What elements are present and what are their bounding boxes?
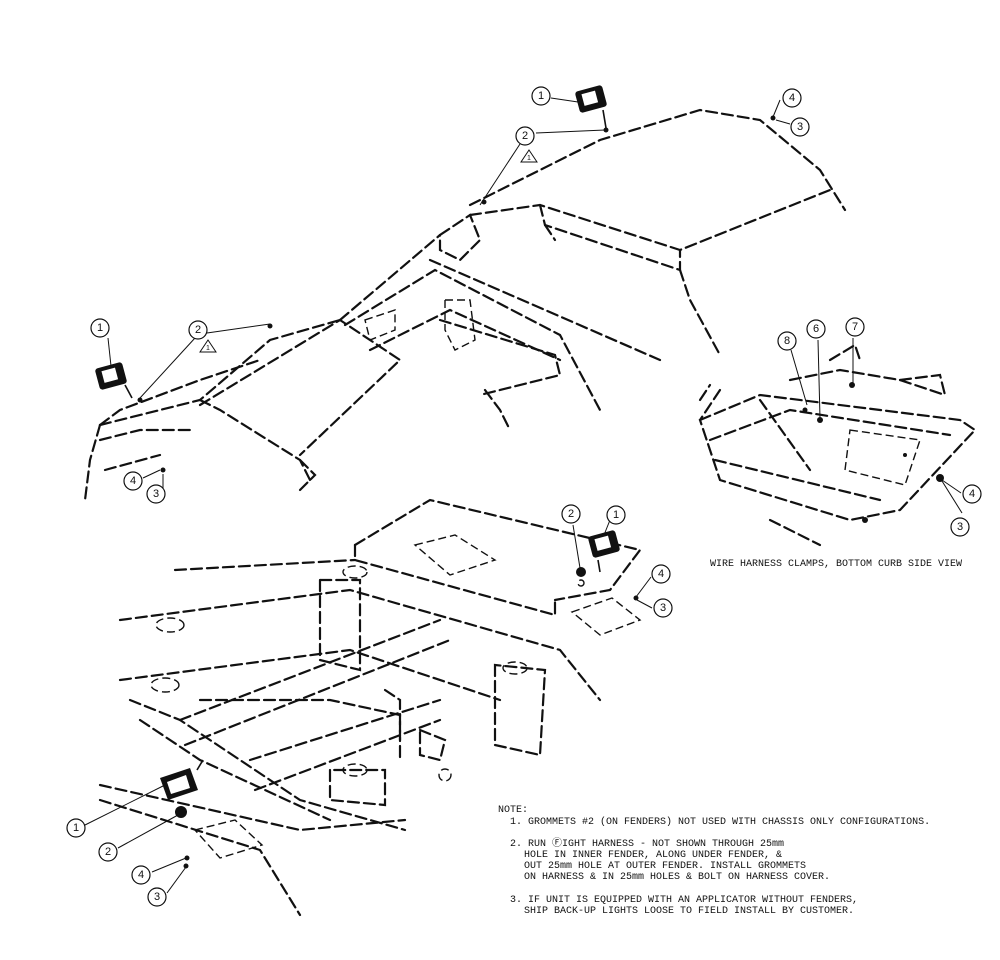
fender-light-right [575,85,607,129]
svg-text:1: 1 [73,822,79,834]
notes-heading: NOTE: [498,805,528,816]
callout-7: 7 [845,317,865,337]
callout-2: 2 [98,842,118,862]
svg-text:4: 4 [130,475,136,487]
note-2-line-2: HOLE IN INNER FENDER, ALONG UNDER FENDER… [524,850,782,861]
callout-3: 3 [146,484,166,504]
svg-text:1: 1 [527,155,531,162]
chassis-assembly [98,498,642,917]
callout-6: 6 [806,319,826,339]
callout-3: 3 [147,887,167,907]
note-3-line-2: SHIP BACK-UP LIGHTS LOOSE TO FIELD INSTA… [524,906,854,917]
callout-3: 3 [950,517,970,537]
note-2-line-3: OUT 25mm HOLE AT OUTER FENDER. INSTALL G… [524,861,806,872]
note-2-line-1: 2. RUN ⒻIGHT HARNESS - NOT SHOWN THROUGH… [510,837,784,850]
svg-text:4: 4 [658,568,664,580]
detail-caption: WIRE HARNESS CLAMPS, BOTTOM CURB SIDE VI… [710,559,962,570]
note-3-line-1: 3. IF UNIT IS EQUIPPED WITH AN APPLICATO… [510,895,858,906]
svg-text:2: 2 [568,508,574,520]
svg-text:1: 1 [206,345,210,352]
callout-8: 8 [777,331,797,351]
svg-text:3: 3 [153,488,159,500]
callout-1: 1 [90,318,110,338]
callout-4: 4 [782,88,802,108]
svg-text:7: 7 [852,321,858,333]
svg-text:3: 3 [797,121,803,133]
callout-3: 3 [790,117,810,137]
callout-4: 4 [962,484,982,504]
svg-text:2: 2 [522,130,528,142]
svg-text:4: 4 [969,488,975,500]
callout-4: 4 [123,471,143,491]
callout-2: 2 [188,320,208,340]
svg-text:2: 2 [195,324,201,336]
callout-4: 4 [131,865,151,885]
svg-text:3: 3 [154,891,160,903]
svg-text:1: 1 [97,322,103,334]
leader-lines [84,97,963,894]
svg-text:8: 8 [784,335,790,347]
fender-light-left [95,362,133,399]
notes-block: NOTE: 1. GROMMETS #2 (ON FENDERS) NOT US… [498,805,930,917]
harness-clamp-detail-view [698,343,977,547]
note-1: 1. GROMMETS #2 (ON FENDERS) NOT USED WIT… [510,816,930,828]
svg-text:6: 6 [813,323,819,335]
callout-3: 3 [653,598,673,618]
callout-4: 4 [651,564,671,584]
callout-2: 2 [561,504,581,524]
svg-text:1: 1 [613,509,619,521]
callout-1: 1 [531,86,551,106]
chassis-light-left [160,759,204,818]
svg-text:4: 4 [138,869,144,881]
svg-text:3: 3 [660,602,666,614]
fender-assembly [83,85,847,502]
chassis-light-right [576,530,620,587]
callout-1: 1 [66,818,86,838]
note-2-line-4: ON HARNESS & IN 25mm HOLES & BOLT ON HAR… [524,872,830,883]
svg-text:3: 3 [957,521,963,533]
callout-2: 2 [515,126,535,146]
warning-triangle-left: 1 [199,339,217,353]
warning-triangle-right: 1 [520,149,538,163]
callout-1: 1 [606,505,626,525]
svg-text:4: 4 [789,92,795,104]
svg-text:2: 2 [105,846,111,858]
svg-text:1: 1 [538,90,544,102]
